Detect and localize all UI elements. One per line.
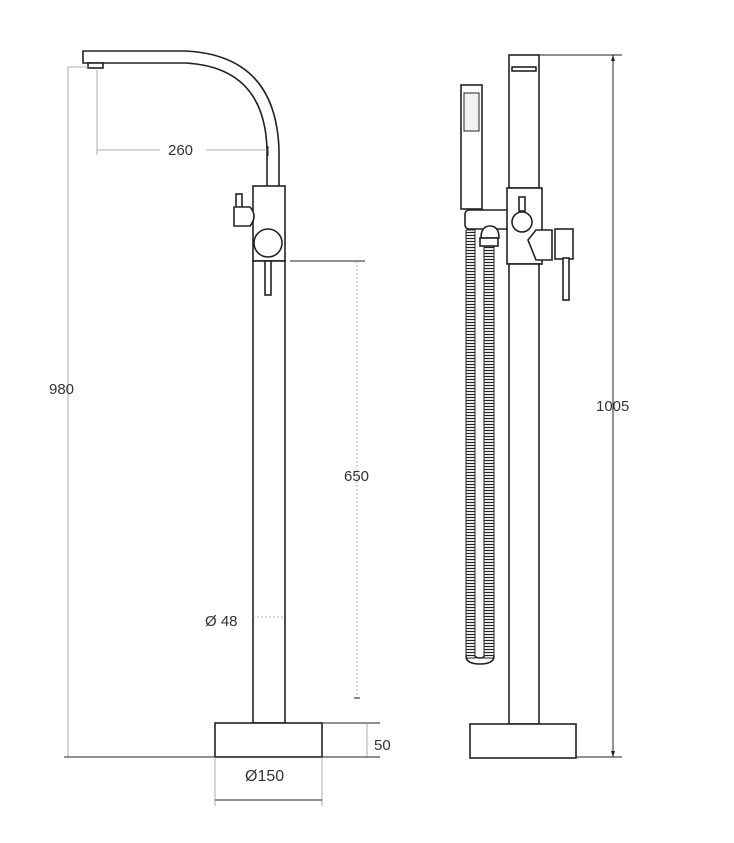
- front-view-dimensions: 980 260 650 Ø 48 50 Ø150: [49, 66, 391, 806]
- hose-outer: [465, 229, 476, 659]
- hose-nut: [479, 237, 499, 247]
- lever-block: [527, 229, 553, 261]
- front-view-mixer: [82, 50, 323, 758]
- dim-spout-reach: 260: [168, 142, 193, 159]
- side-control-knob: [511, 211, 533, 233]
- spout-cap: [511, 66, 537, 72]
- dim-base-diameter: Ø150: [245, 768, 284, 785]
- hose-inner: [483, 245, 495, 659]
- dim-lever-to-base: 650: [344, 468, 369, 485]
- spout: [82, 50, 280, 188]
- hose-connector: [480, 225, 500, 239]
- hand-shower-face: [463, 92, 480, 132]
- side-view-dimensions: 1005: [539, 54, 629, 758]
- hose-loop: [465, 655, 495, 665]
- side-base: [469, 723, 577, 759]
- side-knob-stem: [518, 196, 526, 212]
- column-upper: [508, 54, 540, 189]
- column: [252, 260, 286, 724]
- side-view-mixer: [460, 54, 577, 759]
- aerator: [87, 62, 104, 69]
- base: [214, 722, 323, 758]
- side-lever-handle: [562, 257, 570, 301]
- control-knob: [253, 228, 283, 258]
- lever-head: [554, 228, 574, 260]
- lever-handle: [264, 260, 272, 296]
- dim-side-overall-height: 1005: [596, 398, 629, 415]
- dim-column-diameter: Ø 48: [205, 613, 238, 630]
- dim-base-height: 50: [374, 737, 391, 754]
- column-lower: [508, 263, 540, 725]
- dim-overall-height: 980: [49, 381, 74, 398]
- diverter-stem: [235, 193, 243, 209]
- diverter-block: [233, 206, 255, 227]
